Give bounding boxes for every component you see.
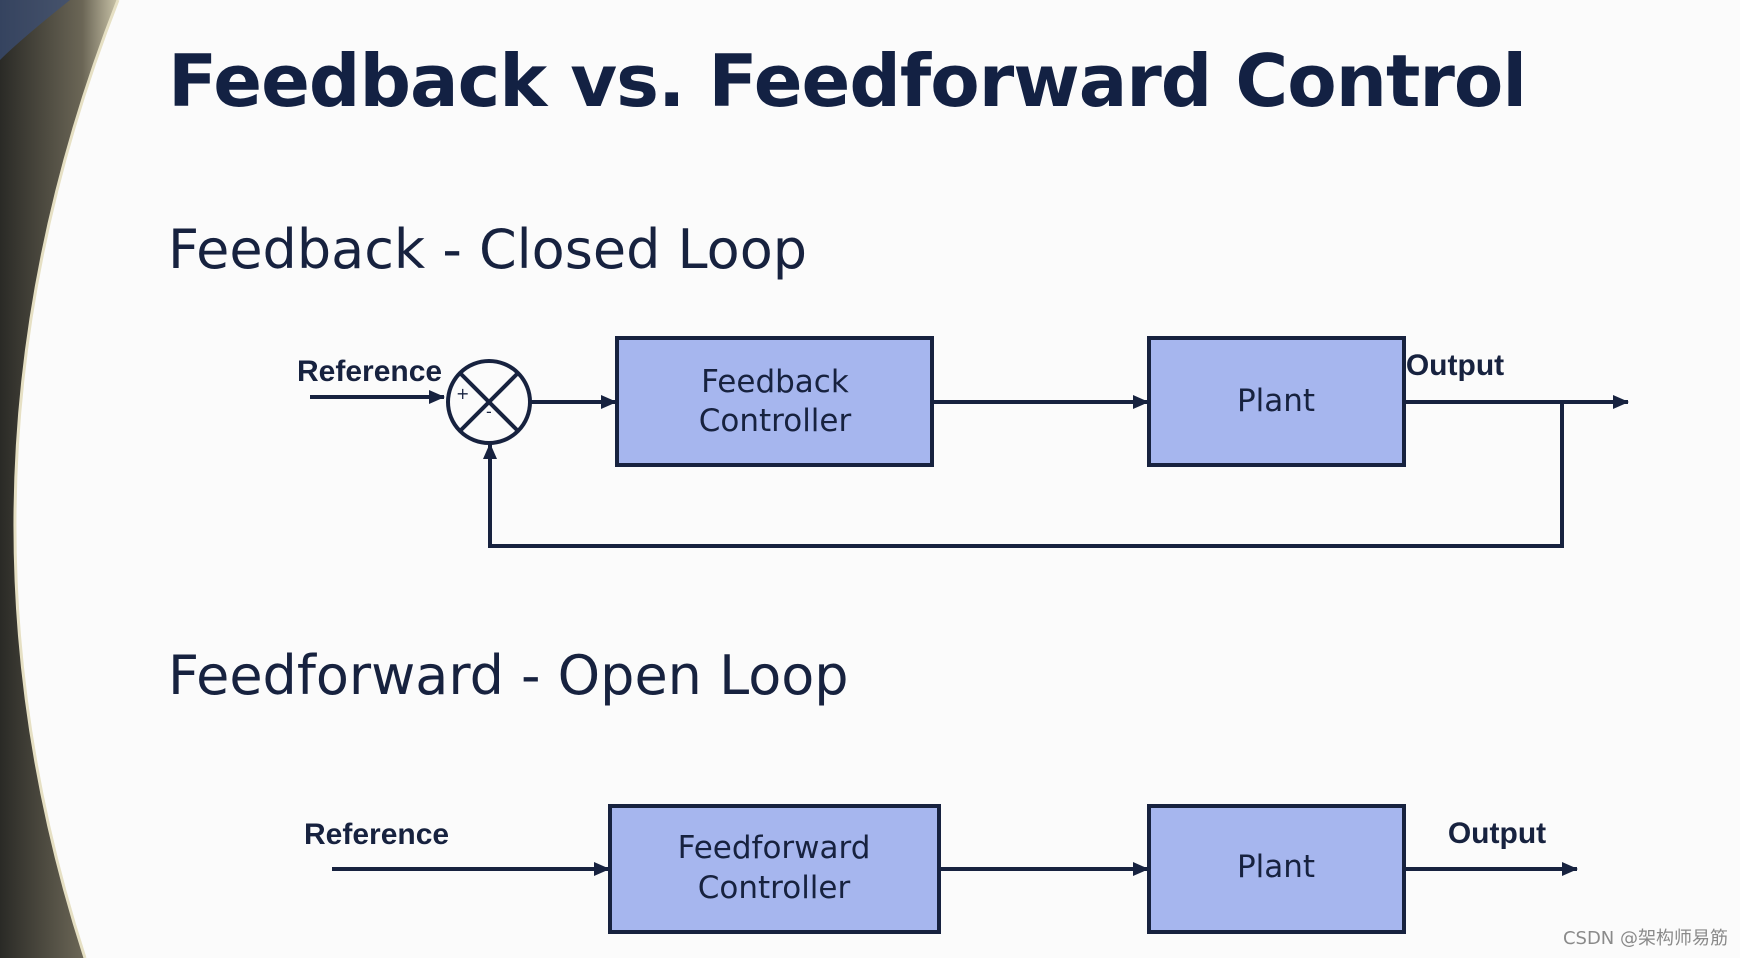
feedforward-diagram: Reference Feedforward Controller Plant O…	[304, 804, 1578, 934]
feedback-controller-block	[615, 336, 934, 467]
feedforward-controller-label-line1: Feedforward	[678, 830, 871, 866]
slide-title: Feedback vs. Feedforward Control	[168, 39, 1527, 123]
feedforward-plant-label: Plant	[1237, 849, 1315, 885]
sum-plus-sign: +	[456, 384, 469, 403]
feedback-controller-label-line1: Feedback	[701, 364, 849, 400]
feedforward-reference-label: Reference	[304, 818, 449, 851]
feedforward-controller-block	[608, 804, 941, 934]
feedback-diagram: Reference + - Feedback Controller Plant …	[297, 336, 1629, 548]
feedback-plant-label: Plant	[1237, 383, 1315, 419]
watermark: CSDN @架构师易筋	[1562, 928, 1728, 949]
summing-junction: + -	[446, 359, 532, 445]
feedback-plant-block	[1147, 336, 1406, 467]
feedforward-controller-label-line2: Controller	[698, 870, 851, 906]
feedback-loop-path	[483, 402, 1564, 548]
feedback-output-label: Output	[1406, 349, 1504, 382]
feedforward-section-heading: Feedforward - Open Loop	[168, 644, 849, 707]
feedforward-output-label: Output	[1448, 817, 1546, 850]
feedback-section-heading: Feedback - Closed Loop	[168, 218, 808, 281]
feedback-controller-label-line2: Controller	[699, 403, 852, 439]
sum-minus-sign: -	[486, 402, 492, 421]
feedback-reference-label: Reference	[297, 355, 442, 388]
